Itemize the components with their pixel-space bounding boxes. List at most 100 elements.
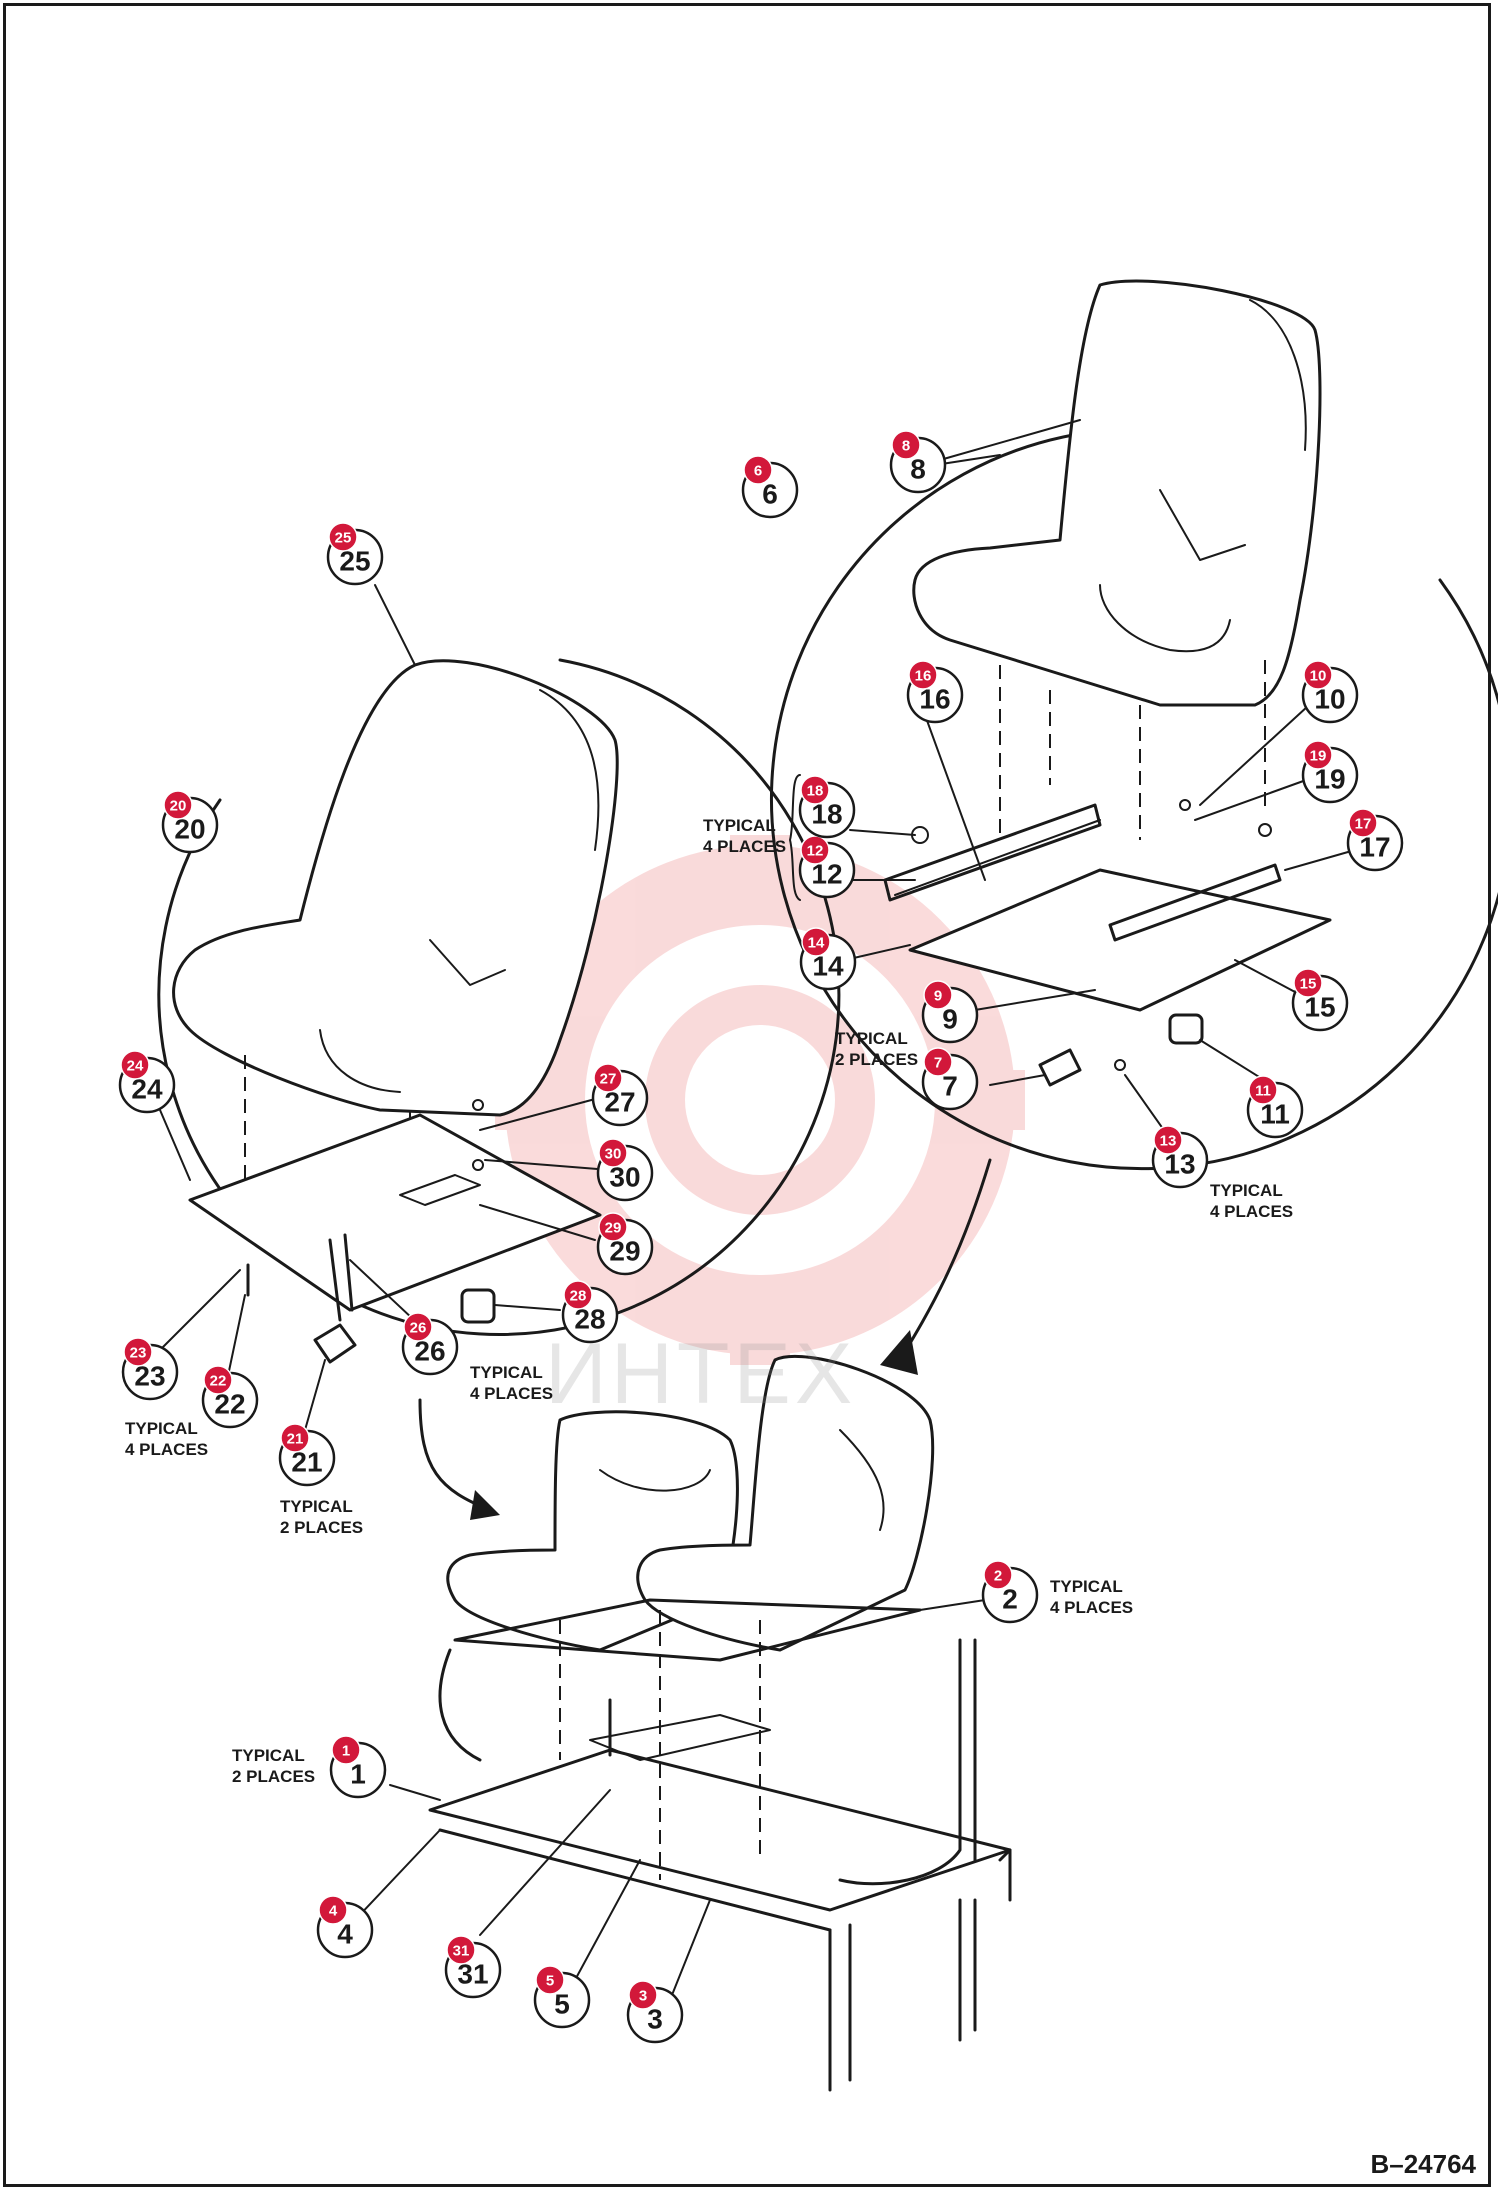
callout-number: 4 xyxy=(337,1919,353,1950)
red-marker-number: 26 xyxy=(410,1320,427,1337)
red-marker-number: 16 xyxy=(915,668,932,685)
red-marker-dot[interactable] xyxy=(120,1050,150,1080)
red-marker-number: 24 xyxy=(127,1058,144,1075)
callout-2: 22 xyxy=(981,1560,1039,1624)
callout-number: 6 xyxy=(762,479,778,510)
red-marker-dot[interactable] xyxy=(598,1212,628,1242)
red-marker-number: 30 xyxy=(605,1146,622,1163)
red-marker-number: 19 xyxy=(1310,748,1327,765)
callout-9: 99 xyxy=(921,980,979,1044)
red-marker-dot[interactable] xyxy=(446,1935,476,1965)
red-marker-number: 6 xyxy=(754,463,762,480)
red-marker-dot[interactable] xyxy=(123,1337,153,1367)
left-seat xyxy=(172,659,619,1117)
red-marker-dot[interactable] xyxy=(743,455,773,485)
red-marker-number: 20 xyxy=(170,798,187,815)
callout-8: 88 xyxy=(889,430,947,494)
arrow-head-icon xyxy=(880,1330,918,1375)
red-marker-dot[interactable] xyxy=(1303,740,1333,770)
red-marker-dot[interactable] xyxy=(203,1365,233,1395)
red-marker-number: 7 xyxy=(934,1055,942,1072)
callout-5: 55 xyxy=(533,1965,591,2029)
red-marker-dot[interactable] xyxy=(598,1138,628,1168)
note-typical-2-places-21: TYPICAL 2 PLACES xyxy=(280,1497,364,1537)
red-marker-dot[interactable] xyxy=(800,775,830,805)
red-marker-dot[interactable] xyxy=(1248,1075,1278,1105)
red-marker-dot[interactable] xyxy=(1153,1125,1183,1155)
red-marker-number: 10 xyxy=(1310,668,1327,685)
red-marker-dot[interactable] xyxy=(403,1312,433,1342)
callout-number: 7 xyxy=(942,1071,958,1102)
callout-3: 33 xyxy=(626,1980,684,2044)
drawing-number: B–24764 xyxy=(1370,2149,1476,2179)
red-marker-dot[interactable] xyxy=(280,1423,310,1453)
red-marker-dot[interactable] xyxy=(328,522,358,552)
red-marker-dot[interactable] xyxy=(1348,808,1378,838)
red-marker-number: 14 xyxy=(808,935,825,952)
callout-6: 66 xyxy=(741,455,799,519)
red-marker-dot[interactable] xyxy=(1303,660,1333,690)
red-marker-dot[interactable] xyxy=(801,927,831,957)
red-marker-number: 28 xyxy=(570,1288,587,1305)
red-marker-dot[interactable] xyxy=(593,1063,623,1093)
red-marker-dot[interactable] xyxy=(800,835,830,865)
red-marker-number: 25 xyxy=(335,530,352,547)
red-marker-dot[interactable] xyxy=(535,1965,565,1995)
red-marker-dot[interactable] xyxy=(563,1280,593,1310)
red-marker-number: 27 xyxy=(600,1071,617,1088)
note-typical-2-places-1: TYPICAL 2 PLACES xyxy=(232,1746,316,1786)
note-typical-2-places-right: TYPICAL 2 PLACES xyxy=(835,1029,919,1069)
callout-number: 8 xyxy=(910,454,926,485)
callout-4: 44 xyxy=(316,1895,374,1959)
red-marker-number: 9 xyxy=(934,988,942,1005)
red-marker-number: 18 xyxy=(807,783,824,800)
assembled-seat-frame xyxy=(354,1355,1012,2092)
callout-1: 11 xyxy=(329,1735,387,1799)
arrow-head-icon xyxy=(470,1490,500,1520)
callout-number: 5 xyxy=(554,1989,570,2020)
callout-number: 1 xyxy=(350,1759,366,1790)
red-marker-dot[interactable] xyxy=(923,980,953,1010)
red-marker-dot[interactable] xyxy=(908,660,938,690)
red-marker-dot[interactable] xyxy=(318,1895,348,1925)
red-marker-dot[interactable] xyxy=(923,1047,953,1077)
watermark-text: ИНТЕХ xyxy=(545,1326,857,1422)
red-marker-dot[interactable] xyxy=(628,1980,658,2010)
right-seat xyxy=(912,279,1322,707)
red-marker-dot[interactable] xyxy=(983,1560,1013,1590)
note-typical-4-places-2: TYPICAL 4 PLACES xyxy=(1050,1577,1134,1617)
right-detail-view xyxy=(770,279,1498,1171)
red-marker-number: 23 xyxy=(130,1345,147,1362)
red-marker-dot[interactable] xyxy=(1293,968,1323,998)
note-typical-4-places-28: TYPICAL 4 PLACES xyxy=(470,1363,554,1403)
red-marker-number: 31 xyxy=(453,1943,470,1960)
red-marker-number: 29 xyxy=(605,1220,622,1237)
note-typical-4-places-22: TYPICAL 4 PLACES xyxy=(125,1419,209,1459)
red-marker-number: 5 xyxy=(546,1973,554,1990)
red-marker-dot[interactable] xyxy=(891,430,921,460)
callout-number: 3 xyxy=(647,2004,663,2035)
red-marker-dot[interactable] xyxy=(331,1735,361,1765)
red-marker-dot[interactable] xyxy=(163,790,193,820)
callout-7: 77 xyxy=(921,1047,979,1111)
red-marker-number: 12 xyxy=(807,843,824,860)
